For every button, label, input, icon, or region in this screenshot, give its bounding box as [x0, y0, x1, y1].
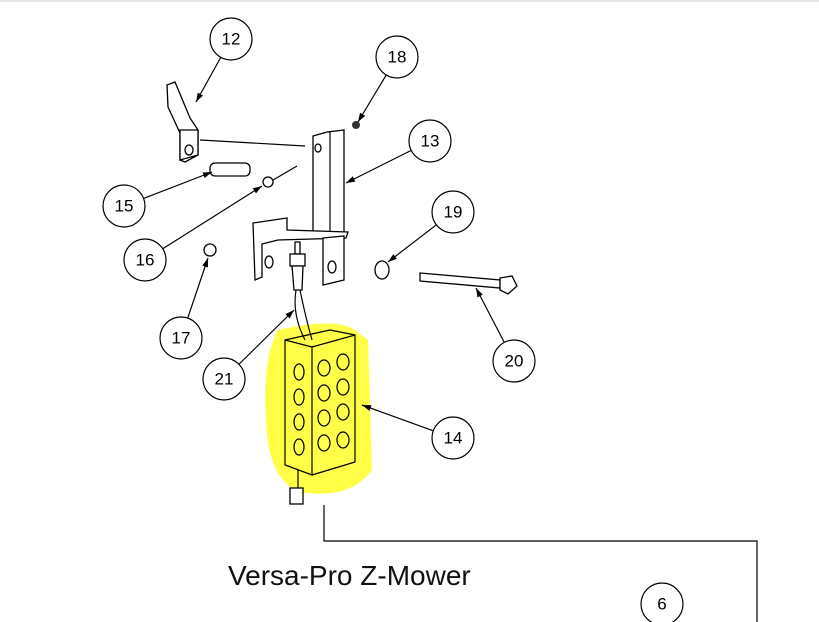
arrowhead-icon	[388, 254, 397, 262]
callout-14: 14	[361, 404, 475, 460]
callout-circle	[640, 582, 684, 622]
callout-20: 20	[475, 287, 536, 383]
callout-number: 13	[421, 132, 440, 151]
callout-number: 14	[444, 429, 463, 448]
wire-line	[323, 505, 758, 622]
callout-number: 17	[172, 329, 191, 348]
arrowhead-icon	[358, 112, 366, 122]
callout-number: 20	[505, 352, 524, 371]
callout-13: 13	[345, 119, 452, 184]
part-14-housing	[284, 329, 356, 505]
callout-19: 19	[387, 190, 475, 263]
leader-line	[357, 74, 387, 123]
callout-number: 15	[115, 197, 134, 216]
diagram-title: Versa-Pro Z-Mower	[228, 560, 471, 591]
part-15-spring	[209, 162, 251, 177]
callout-circle	[492, 339, 536, 383]
leader-line	[238, 309, 295, 365]
callout-number: 21	[215, 370, 234, 389]
part-13-bracket	[252, 129, 349, 286]
callout-number: 18	[388, 48, 407, 67]
arrowhead-icon	[202, 172, 212, 179]
leader-line	[187, 257, 209, 319]
leader-line	[361, 404, 434, 432]
leader-line	[345, 149, 412, 184]
part-17-locknut	[203, 243, 217, 257]
callout-21: 21	[202, 309, 295, 401]
leader-line	[162, 185, 263, 250]
arrowhead-icon	[252, 186, 262, 194]
part-12-lever	[166, 81, 199, 163]
callout-circle	[202, 357, 246, 401]
callout-number: 19	[444, 203, 463, 222]
callout-circle	[375, 35, 419, 79]
part-14-highlight	[265, 323, 372, 494]
leader-line	[475, 287, 505, 343]
callout-16: 16	[123, 185, 263, 282]
callout-18: 18	[357, 35, 419, 123]
arrowhead-icon	[476, 288, 483, 298]
callout-circle	[123, 238, 167, 282]
callout-circle	[408, 119, 452, 163]
callout-6: 6	[640, 582, 684, 622]
leader-line	[387, 224, 437, 263]
arrowhead-icon	[285, 310, 294, 319]
callout-circle	[431, 190, 475, 234]
callout-circle	[102, 184, 146, 228]
part-21-probe	[289, 241, 313, 341]
part-19-washer	[374, 260, 390, 280]
arrowhead-icon	[346, 176, 356, 183]
callout-circle	[431, 416, 475, 460]
arrowhead-icon	[202, 258, 208, 268]
part-20-bolt	[419, 272, 518, 295]
callout-number: 6	[657, 595, 666, 614]
callout-15: 15	[102, 171, 213, 228]
callout-12: 12	[195, 17, 253, 103]
callout-circle	[209, 17, 253, 61]
callout-number: 12	[222, 30, 241, 49]
arrowhead-icon	[362, 405, 372, 411]
callout-number: 16	[136, 251, 155, 270]
part-16-screw	[262, 165, 298, 188]
leader-line	[143, 171, 213, 199]
part-18-nut	[352, 121, 360, 129]
callout-17: 17	[159, 257, 209, 360]
arrowhead-icon	[196, 92, 203, 102]
callout-circle	[159, 316, 203, 360]
